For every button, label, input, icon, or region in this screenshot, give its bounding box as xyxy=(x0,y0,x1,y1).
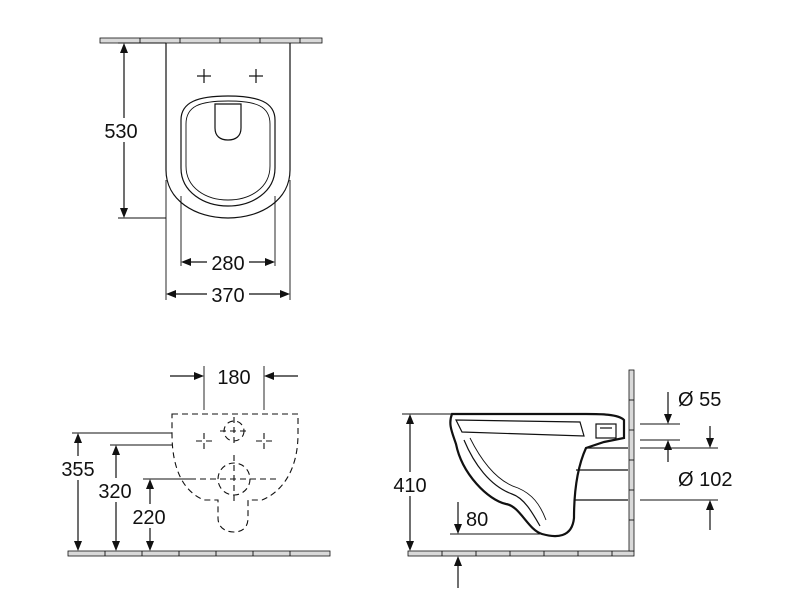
dimension-height: 410 xyxy=(393,475,426,497)
fixing-point-icon xyxy=(249,69,263,83)
dimension-inner-width: 280 xyxy=(211,253,244,275)
toilet-profile xyxy=(449,412,626,538)
floor-strip xyxy=(407,550,635,557)
wall-strip xyxy=(628,369,635,552)
dimension-outer-width: 370 xyxy=(211,285,244,307)
drain-outlet-icon xyxy=(190,455,278,503)
seat-opening xyxy=(180,95,276,207)
dimension-fixing-spacing: 180 xyxy=(217,367,250,389)
dimension-length: 530 xyxy=(104,121,137,143)
bowl-hole xyxy=(214,103,242,141)
dimension-height-220: 220 xyxy=(132,507,165,529)
fixing-point-icon xyxy=(256,433,272,449)
top-view: 530 280 370 xyxy=(99,37,323,307)
rear-outline xyxy=(171,413,299,533)
fixing-point-icon xyxy=(196,433,212,449)
dimension-drain-offset: 80 xyxy=(466,509,488,531)
dimension-outlet-diameter: Ø 102 xyxy=(678,469,732,491)
dimension-inlet-diameter: Ø 55 xyxy=(678,389,721,411)
flush-connector xyxy=(595,423,617,439)
dimension-height-320: 320 xyxy=(98,481,131,503)
fixing-point-icon xyxy=(197,69,211,83)
wall-strip xyxy=(99,37,323,44)
side-view: 410 80 Ø 55 Ø 102 xyxy=(388,369,746,588)
bowl-outline xyxy=(165,43,291,219)
dimension-height-355: 355 xyxy=(61,459,94,481)
water-inlet-icon xyxy=(220,417,248,445)
rear-view: 180 355 320 220 xyxy=(56,366,331,557)
floor-strip xyxy=(67,550,331,557)
